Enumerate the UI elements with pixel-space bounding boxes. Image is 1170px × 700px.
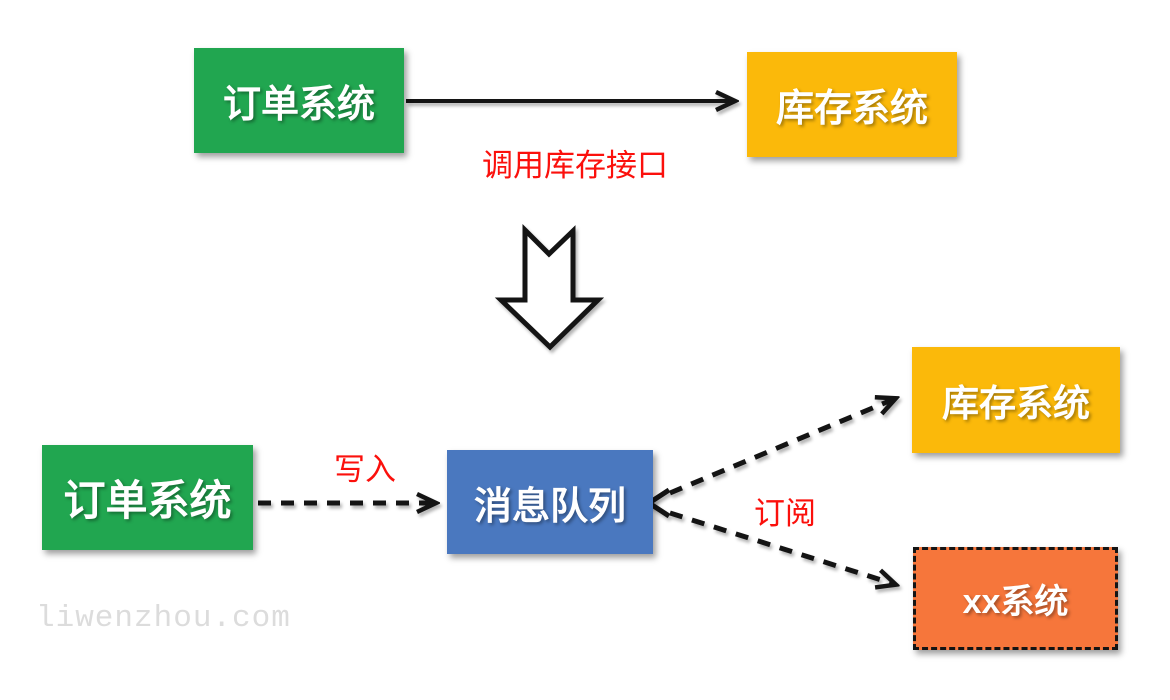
node-order-system-top-label: 订单系统 xyxy=(222,84,375,126)
node-inventory-system-bottom: 库存系统 xyxy=(912,347,1120,453)
node-order-system-top: 订单系统 xyxy=(194,48,404,153)
watermark: liwenzhou.com xyxy=(36,601,291,636)
node-order-system-bottom: 订单系统 xyxy=(42,445,253,550)
transform-down-arrow xyxy=(494,223,605,351)
subscribe-inventory-dashed-arrow xyxy=(669,399,894,496)
node-message-queue-label: 消息队列 xyxy=(473,485,626,528)
edge-label-subscribe: 订阅 xyxy=(754,496,816,531)
subscribe-xx-dashed-arrow xyxy=(669,510,894,584)
node-xx-system: xx系统 xyxy=(913,547,1118,650)
node-order-system-bottom-label: 订单系统 xyxy=(63,477,232,524)
node-inventory-system-top-label: 库存系统 xyxy=(775,88,928,130)
edge-label-write: 写入 xyxy=(334,452,396,487)
edge-label-call-inventory-api: 调用库存接口 xyxy=(482,148,668,183)
node-message-queue: 消息队列 xyxy=(447,450,653,554)
node-xx-system-label: xx系统 xyxy=(962,583,1069,621)
node-inventory-system-bottom-label: 库存系统 xyxy=(942,383,1090,424)
node-inventory-system-top: 库存系统 xyxy=(747,52,957,157)
